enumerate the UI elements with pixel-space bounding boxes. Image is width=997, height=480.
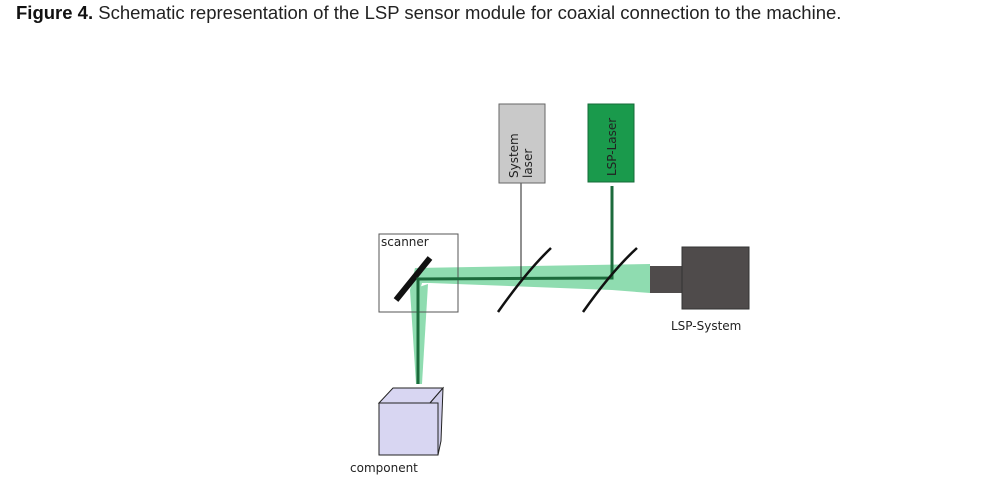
beam-splitter-1 (496, 247, 552, 313)
figure-caption-text: Schematic representation of the LSP sens… (93, 2, 842, 23)
component-label: component (350, 461, 418, 475)
lsp-system-nozzle (650, 266, 683, 293)
beam-core (416, 186, 614, 384)
figure-caption: Figure 4. Schematic representation of th… (16, 2, 841, 24)
lsp-laser-label: LSP-Laser (605, 118, 619, 176)
lsp-system-label: LSP-System (671, 319, 741, 333)
component-front (378, 402, 439, 456)
system-laser-label-1: System (507, 133, 521, 178)
lsp-system-box (681, 246, 750, 310)
beam-splitter-2 (581, 247, 638, 313)
scanner-label: scanner (381, 235, 429, 249)
system-laser-box (498, 103, 546, 184)
lsp-laser-box (587, 103, 635, 183)
scanner-mirror (393, 256, 433, 302)
figure-label: Figure 4. (16, 2, 94, 23)
system-laser-label-2: laser (521, 149, 535, 178)
